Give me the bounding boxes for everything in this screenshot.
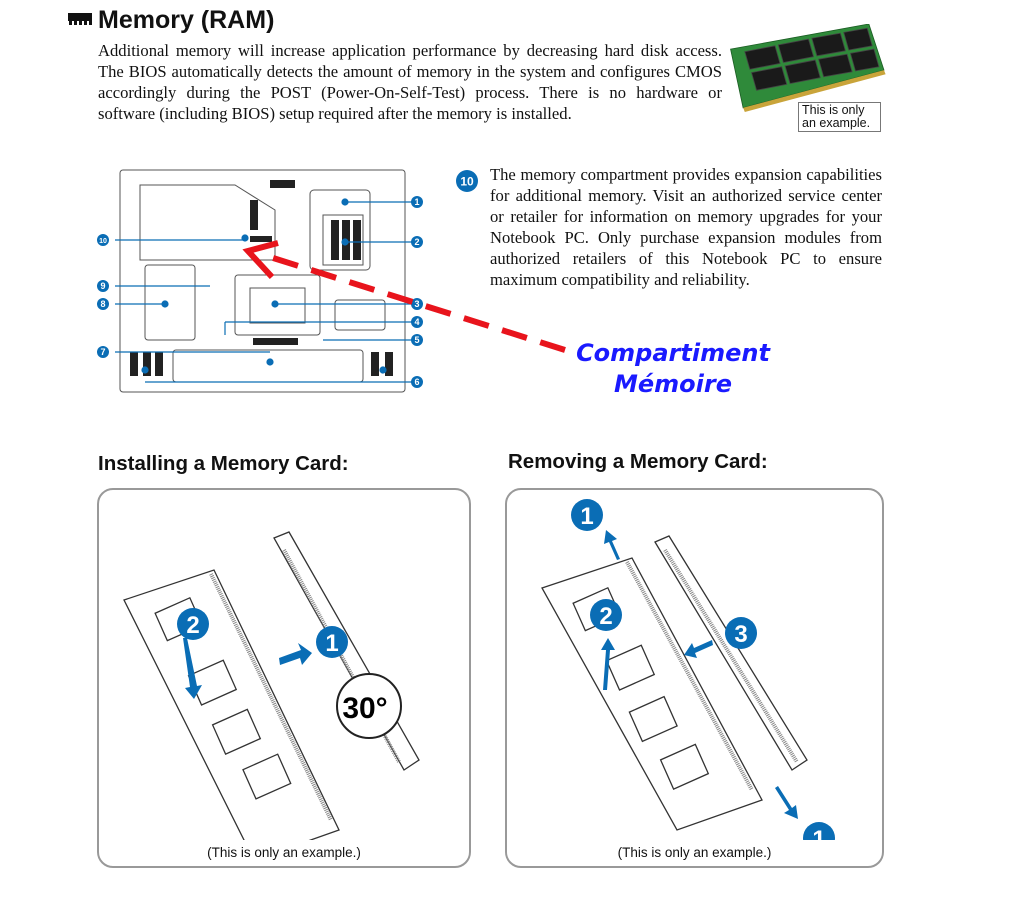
step-1-bottom-badge: 1: [812, 826, 825, 840]
callout-8: 8: [100, 299, 105, 309]
callout-10-badge: 10: [456, 170, 478, 192]
removing-title: Removing a Memory Card:: [508, 450, 768, 473]
installing-illustration: 30° 1 2: [123, 531, 420, 861]
image-caption: This is only an example.: [798, 102, 881, 132]
removing-illustration: 1 2 3 1: [541, 499, 835, 854]
annotation-line-1: Compartiment: [576, 339, 770, 367]
step-3-badge: 3: [734, 621, 747, 648]
angle-label: 30°: [342, 692, 387, 725]
removing-caption: (This is only an example.): [617, 845, 772, 860]
step-2-badge: 2: [599, 603, 612, 630]
callout-3: 3: [414, 299, 419, 309]
callout-10: 10: [99, 238, 107, 245]
callout-5: 5: [414, 335, 419, 345]
callout-6: 6: [414, 377, 419, 387]
step-1-top-badge: 1: [580, 503, 593, 530]
installing-caption: (This is only an example.): [207, 845, 361, 860]
svg-text:10: 10: [460, 175, 474, 189]
step-1-badge: 1: [325, 630, 338, 657]
callout-9: 9: [100, 281, 105, 291]
red-dashed-arrow: [242, 240, 566, 353]
compartment-description: The memory compartment provides expansio…: [490, 165, 882, 289]
callout-4: 4: [414, 317, 419, 327]
annotation-line-2: Mémoire: [614, 370, 732, 398]
intro-paragraph: Additional memory will increase applicat…: [98, 41, 722, 123]
page-title: Memory (RAM): [98, 6, 275, 34]
callout-1: 1: [414, 197, 419, 207]
callout-2: 2: [414, 237, 419, 247]
step-2-badge: 2: [186, 612, 199, 639]
memory-module-icon: [68, 13, 92, 25]
callout-7: 7: [100, 347, 105, 357]
installing-panel: 30° 1 2 (This is only an example.): [97, 488, 471, 868]
annotation-label: Compartiment Mémoire: [548, 338, 798, 400]
ram-module-image: [730, 24, 886, 112]
installing-title: Installing a Memory Card:: [98, 452, 349, 475]
notebook-underside-diagram: 1 2 3 4 5 6 7 8 9 10: [97, 169, 423, 393]
removing-panel: 1 2 3 1 (This is only an example.): [505, 488, 884, 868]
